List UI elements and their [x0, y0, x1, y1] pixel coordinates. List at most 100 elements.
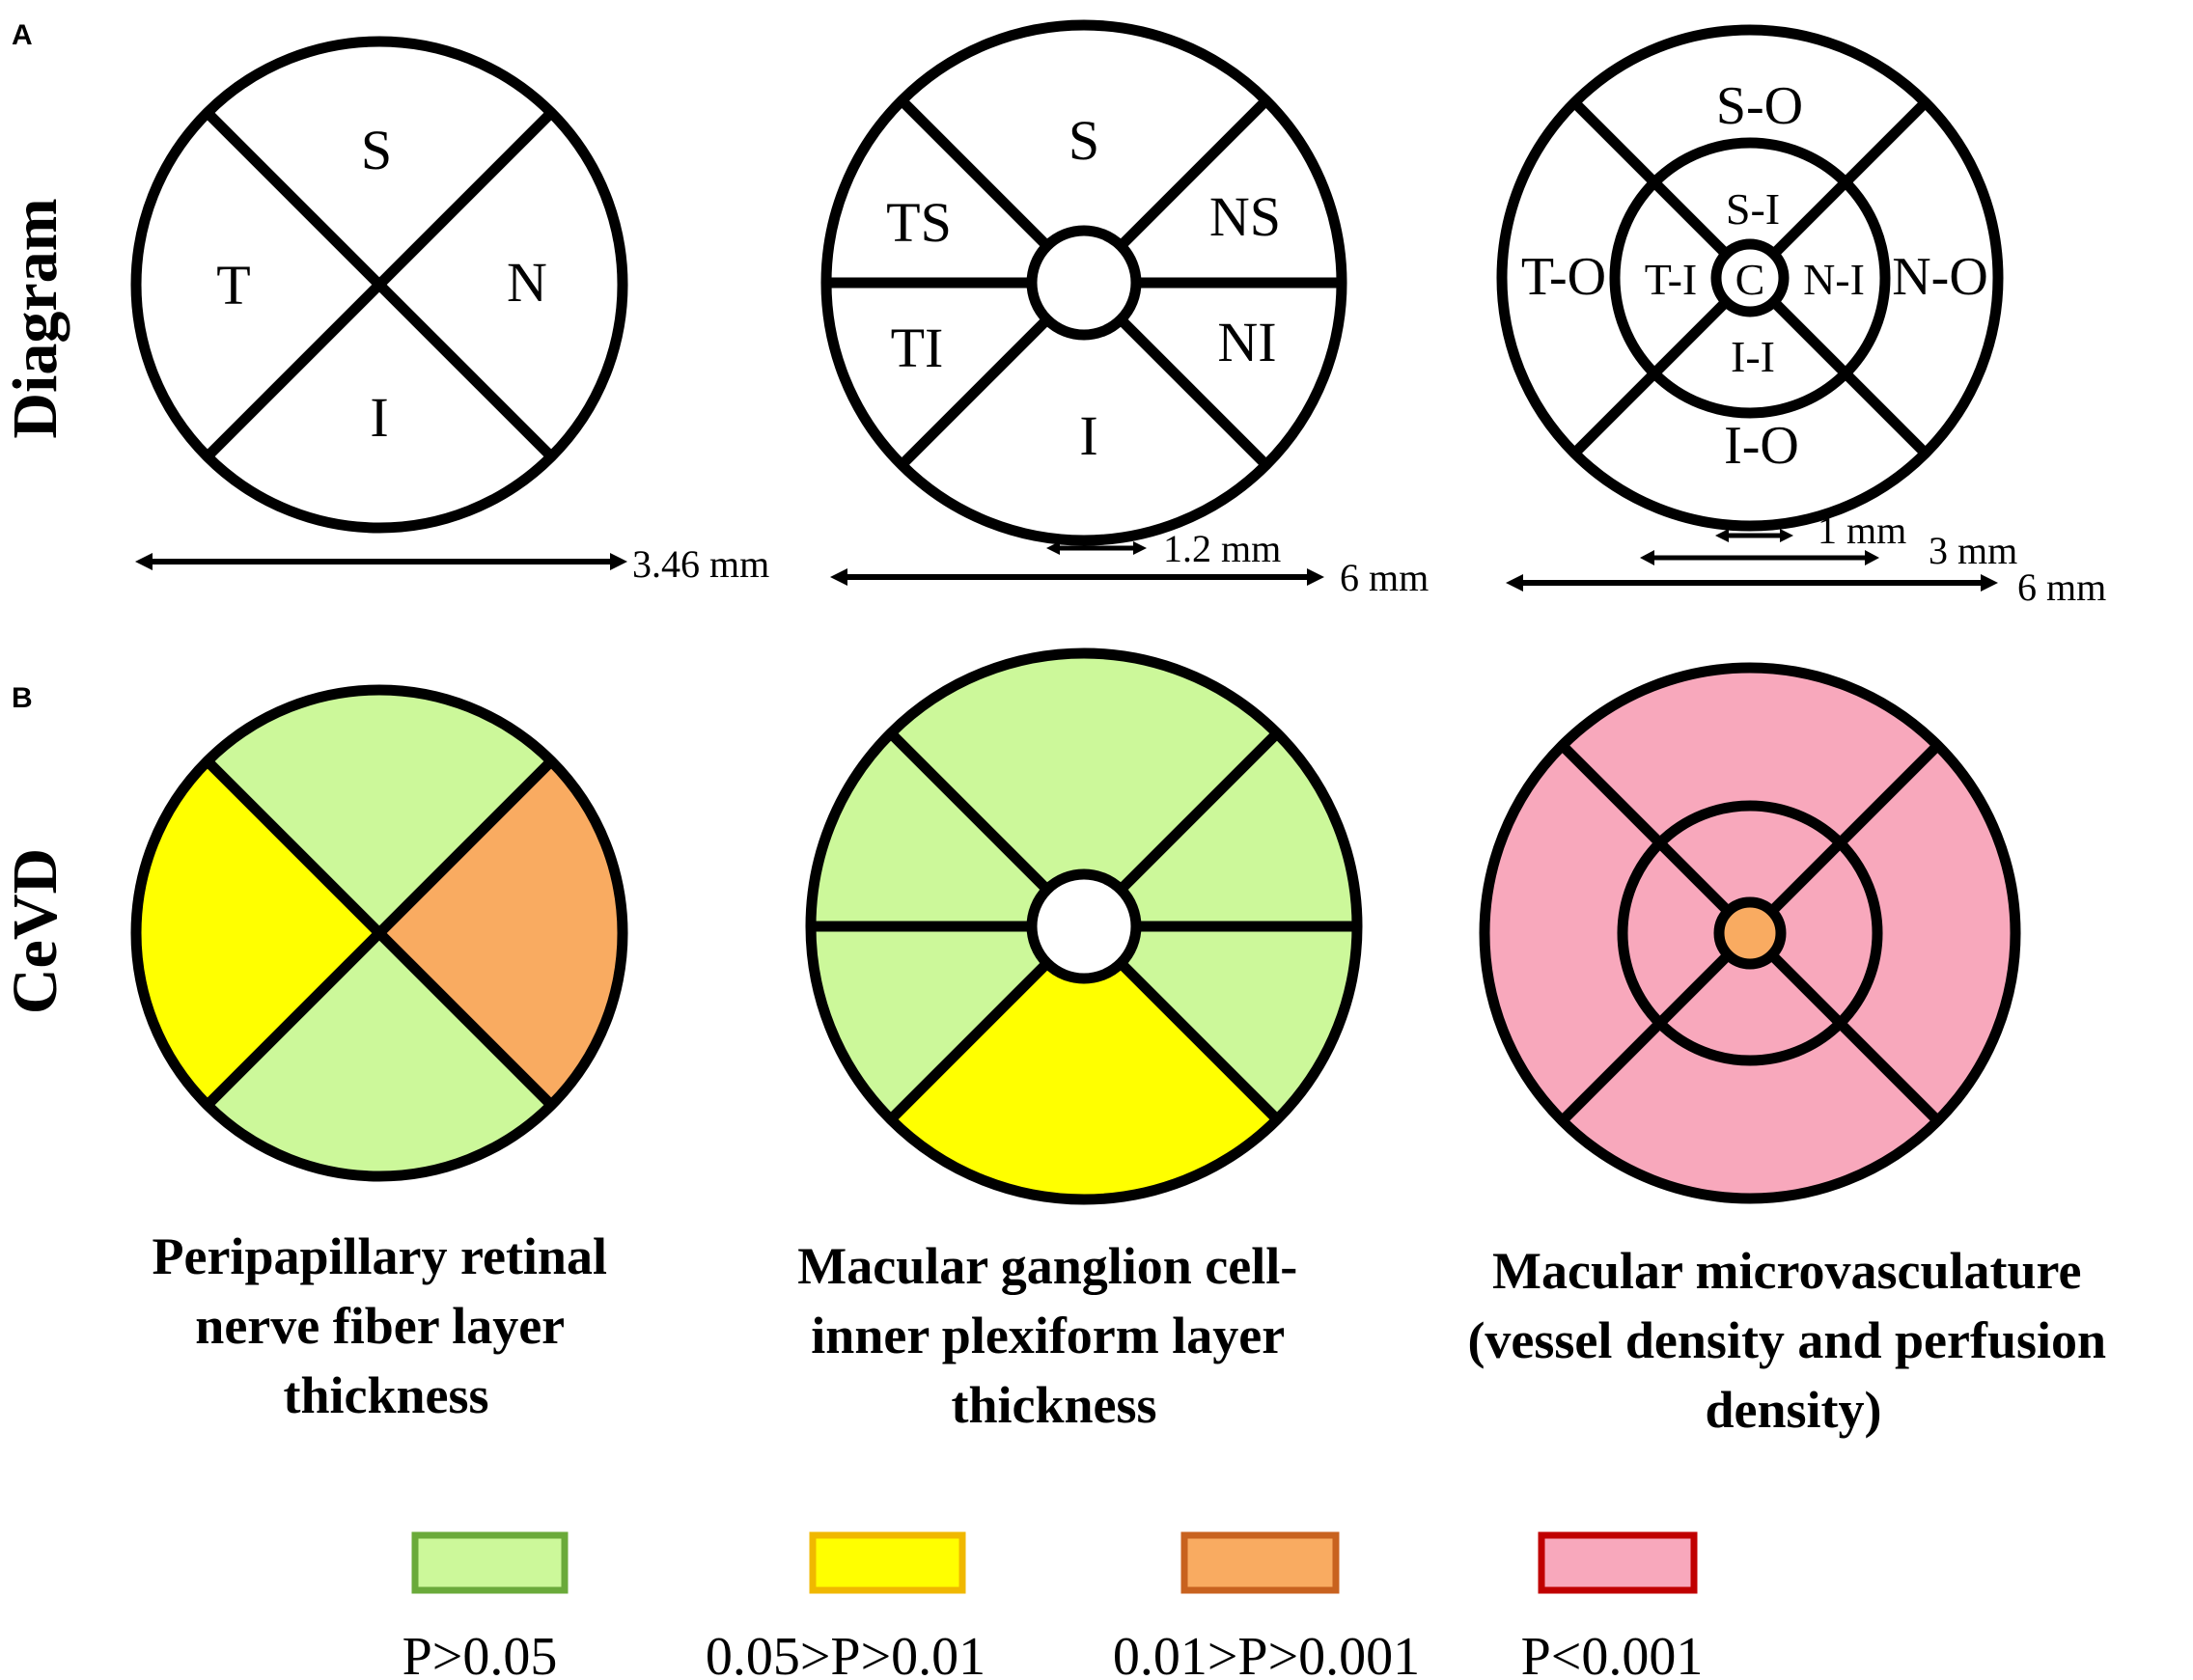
gcipl-label-i: I: [1079, 404, 1097, 467]
gcipl-label-s: S: [1069, 109, 1099, 172]
rnfl-divider-2: [204, 109, 555, 460]
micro-scale-1mm-arrow-right: [1780, 529, 1793, 542]
cevd-rnfl: [130, 684, 628, 1182]
micro-scale-1mm-label: 1 mm: [1818, 509, 1906, 552]
legend-item: 0.05>P>0.01: [706, 1531, 985, 1680]
micro-label-c: C: [1735, 255, 1765, 304]
cevd-rnfl-sector-n: [379, 761, 623, 1105]
title-rnfl: Peripapillary retinal nerve fiber layer …: [153, 1227, 621, 1424]
micro-scale-3mm-label: 3 mm: [1929, 529, 2017, 572]
micro-scale-6mm-arrow-right: [1981, 574, 1998, 592]
cevd-rnfl-sector-i: [208, 933, 551, 1176]
cevd-rnfl-divider-2: [204, 757, 555, 1109]
cevd-gcipl-sector-ns: [1084, 733, 1357, 926]
gcipl-label-ns: NS: [1209, 185, 1281, 248]
micro-scale-3mm-arrow-right: [1865, 550, 1879, 565]
rnfl-label-i: I: [370, 386, 388, 449]
title-rnfl-line-2: nerve fiber layer: [195, 1297, 564, 1355]
panel-letter-b: B: [12, 682, 33, 714]
row-label-cevd: CeVD: [0, 848, 70, 1014]
gcipl-scale-bars: 1.2 mm 6 mm: [830, 527, 1429, 599]
cevd-gcipl-sector-i: [891, 926, 1277, 1199]
diagram-micro: S-O S-I T-O T-I C N-I N-O I-I I-O: [1496, 24, 2004, 532]
cevd-gcipl-divider-ts: [887, 730, 1051, 894]
legend-label: P<0.001: [1521, 1627, 1704, 1680]
gcipl-scale-small-label: 1.2 mm: [1163, 527, 1281, 570]
title-micro-line-3: density): [1705, 1381, 1881, 1439]
rnfl-label-t: T: [216, 254, 250, 317]
legend-swatch: [809, 1531, 966, 1594]
legend-label: 0.01>P>0.001: [1113, 1627, 1420, 1680]
rnfl-label-n: N: [507, 251, 547, 314]
rnfl-scale-label: 3.46 mm: [632, 542, 769, 586]
rnfl-scale-arrow-right: [610, 553, 627, 570]
diagram-gcipl: S TS NS TI NI I: [820, 19, 1347, 546]
cevd-micro-center: [1713, 896, 1787, 970]
gcipl-divider-ns: [1117, 97, 1269, 250]
legend: P>0.05 0.05>P>0.01 0.01>P>0.001 P<0.001: [403, 1531, 1704, 1680]
micro-scale-6mm-label: 6 mm: [2017, 565, 2106, 609]
rnfl-scale-arrow-left: [135, 553, 153, 570]
cevd-gcipl-divider-ti: [887, 959, 1051, 1123]
micro-label-so: S-O: [1716, 76, 1803, 136]
title-gcipl-line-3: thickness: [951, 1376, 1156, 1434]
legend-swatch: [1538, 1531, 1698, 1594]
micro-label-to: T-O: [1521, 247, 1606, 307]
micro-scale-6mm-arrow-left: [1506, 574, 1523, 592]
micro-label-no: N-O: [1892, 247, 1988, 307]
gcipl-scale-large-arrow-left: [830, 568, 847, 586]
gcipl-divider-ni: [1117, 316, 1269, 468]
cevd-rnfl-sector-t: [136, 761, 379, 1105]
cevd-gcipl-sector-ts: [811, 733, 1084, 926]
cevd-gcipl: [805, 647, 1363, 1205]
title-gcipl: Macular ganglion cell- inner plexiform l…: [797, 1237, 1310, 1434]
micro-scale-3mm-arrow-left: [1640, 550, 1654, 565]
cevd-gcipl-center-circle: [1026, 868, 1142, 984]
title-gcipl-line-1: Macular ganglion cell-: [797, 1237, 1297, 1295]
micro-scale-1mm-arrow-left: [1715, 529, 1729, 542]
cevd-micro: [1479, 662, 2021, 1204]
gcipl-scale-small-arrow-left: [1046, 541, 1060, 555]
gcipl-scale-large-label: 6 mm: [1340, 556, 1429, 599]
micro-center-circle: [1710, 238, 1790, 317]
legend-swatch: [1180, 1531, 1340, 1594]
micro-inner-circle: [1609, 137, 1891, 419]
title-micro-line-1: Macular microvasculature: [1492, 1242, 2081, 1300]
title-rnfl-line-3: thickness: [283, 1366, 488, 1424]
legend-item: 0.01>P>0.001: [1113, 1531, 1420, 1680]
cevd-gcipl-sector-ti: [811, 926, 1084, 1119]
gcipl-label-ti: TI: [891, 317, 944, 379]
title-micro: Macular microvasculature (vessel density…: [1467, 1242, 2119, 1439]
gcipl-divider-ti: [899, 316, 1051, 468]
micro-scale-bars: 1 mm 3 mm 6 mm: [1506, 509, 2106, 609]
micro-label-si: S-I: [1726, 184, 1780, 234]
micro-label-ti: T-I: [1645, 255, 1698, 304]
title-micro-line-2: (vessel density and perfusion: [1467, 1311, 2106, 1369]
gcipl-label-ts: TS: [886, 191, 952, 254]
cevd-gcipl-divider-ni: [1117, 959, 1281, 1123]
micro-label-io: I-O: [1724, 416, 1799, 476]
legend-label: 0.05>P>0.01: [706, 1627, 985, 1680]
micro-label-ii: I-I: [1731, 332, 1775, 381]
cevd-rnfl-outer-circle: [130, 684, 628, 1182]
diagram-rnfl: S T N I: [130, 36, 628, 534]
cevd-gcipl-divider-ns: [1117, 730, 1281, 894]
cevd-gcipl-sector-s: [891, 653, 1277, 926]
cevd-gcipl-sector-ni: [1084, 926, 1357, 1119]
gcipl-scale-small-arrow-right: [1133, 541, 1147, 555]
legend-item: P<0.001: [1521, 1531, 1704, 1680]
micro-label-ni: N-I: [1803, 255, 1865, 304]
title-rnfl-line-1: Peripapillary retinal: [153, 1227, 607, 1285]
legend-swatch: [411, 1531, 569, 1594]
legend-item: P>0.05: [403, 1531, 569, 1680]
cevd-rnfl-sector-s: [208, 690, 551, 933]
row-label-diagram: Diagram: [0, 198, 70, 438]
panel-letter-a: A: [12, 19, 33, 51]
gcipl-label-ni: NI: [1217, 311, 1276, 373]
rnfl-label-s: S: [361, 119, 392, 181]
rnfl-scale-bar: 3.46 mm: [135, 542, 769, 586]
legend-label: P>0.05: [403, 1627, 558, 1680]
gcipl-scale-large-arrow-right: [1307, 568, 1324, 586]
title-gcipl-line-2: inner plexiform layer: [811, 1307, 1284, 1364]
